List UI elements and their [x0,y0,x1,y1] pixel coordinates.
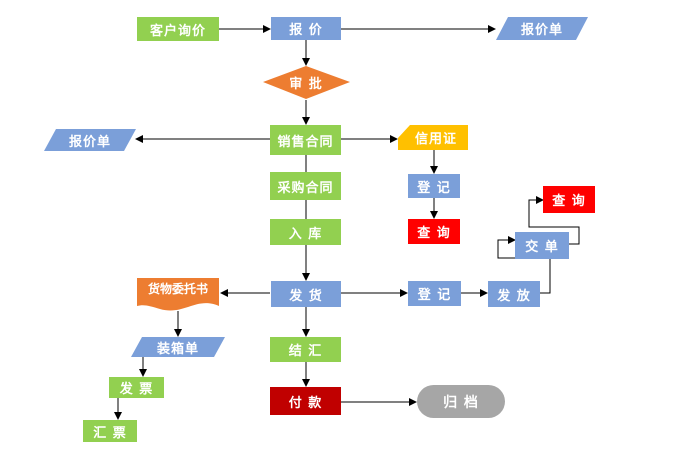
node-delivery[interactable] [271,281,341,307]
node-letter-of-credit[interactable] [398,125,468,150]
node-register-delivery[interactable] [408,281,461,306]
node-submit[interactable] [515,232,569,259]
node-release[interactable] [488,281,540,307]
connectors [114,25,580,420]
node-purchase-contract[interactable] [270,172,341,200]
node-approval[interactable] [263,66,350,99]
node-archive[interactable] [417,385,505,418]
node-warehousing[interactable] [270,219,341,245]
node-inquiry-top[interactable] [543,186,595,213]
node-packing-list[interactable] [131,337,225,357]
node-quote[interactable] [271,17,341,40]
arrow-into-submit [497,236,516,259]
node-quote-doc-left[interactable] [44,129,136,151]
node-remittance[interactable] [83,420,137,442]
node-sales-contract[interactable] [270,125,341,155]
shapes [44,17,595,442]
node-register-lc[interactable] [408,174,460,198]
node-shipping-instruction[interactable] [137,278,219,311]
arrow-submit-to-inquiry [528,196,580,245]
node-inquiry-lc[interactable] [408,219,460,244]
node-payment[interactable] [270,387,341,415]
node-quote-doc-right[interactable] [496,17,588,40]
node-customer-inquiry[interactable] [137,17,219,41]
node-invoice[interactable] [109,377,164,398]
node-settlement[interactable] [270,337,341,362]
